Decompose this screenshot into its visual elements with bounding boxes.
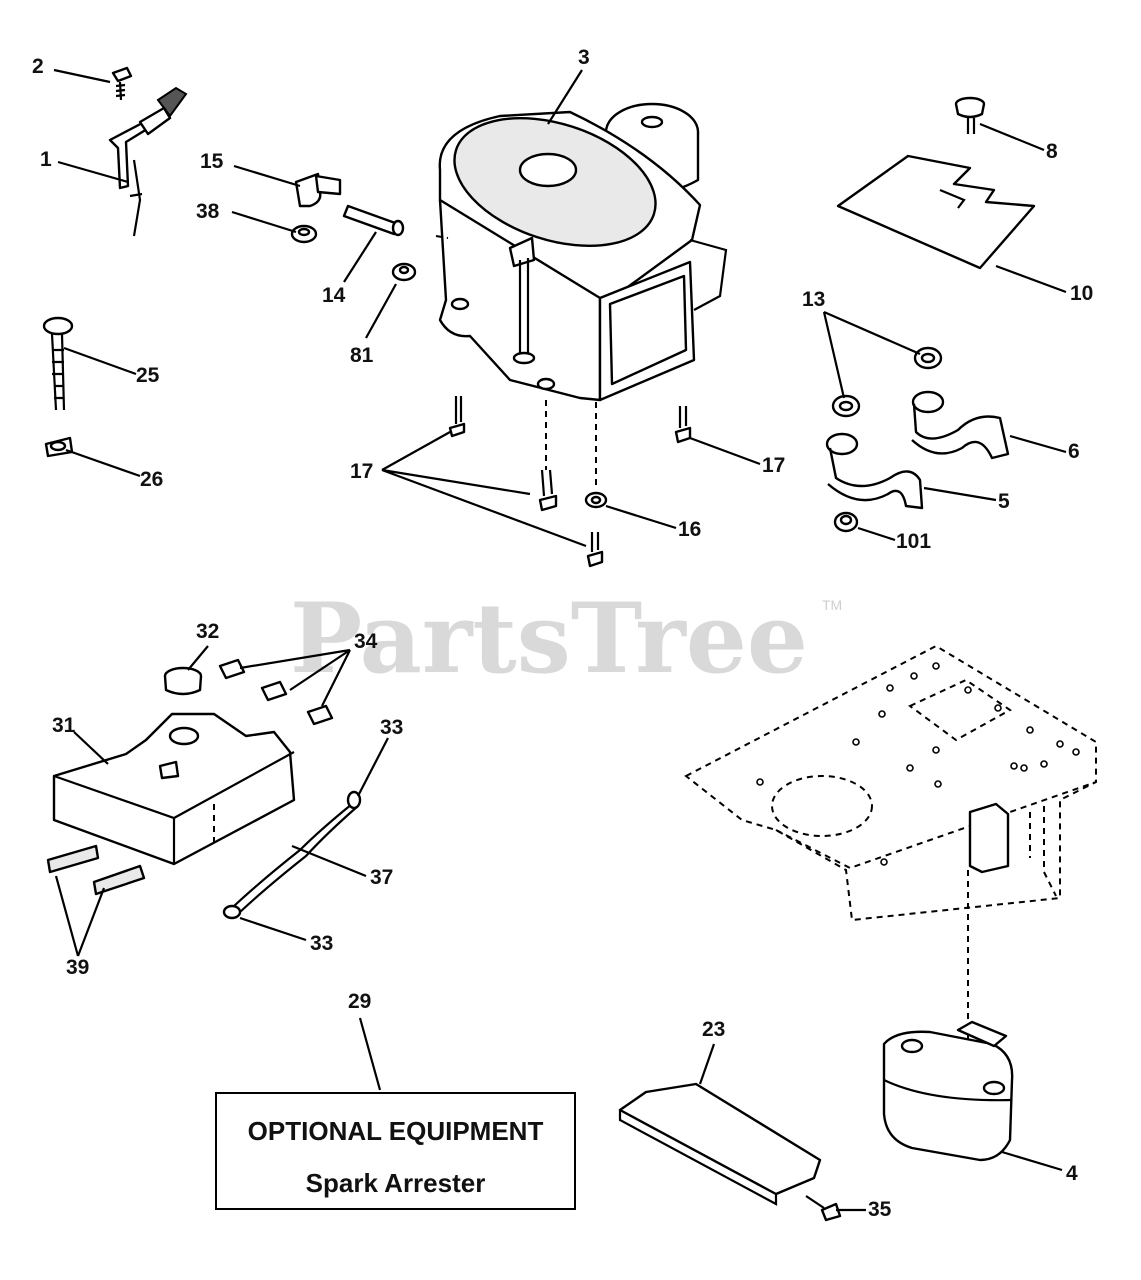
callout-2: 2 [32, 55, 44, 78]
callout-13: 13 [802, 288, 825, 311]
callout-81: 81 [350, 344, 374, 367]
callout-26: 26 [140, 468, 163, 491]
callout-39: 39 [66, 956, 89, 979]
callout-16: 16 [678, 518, 701, 541]
part-15-elbow-fitting-illustration [294, 172, 342, 208]
part-32-cap-illustration [163, 666, 203, 696]
part-34-clips-illustration [218, 658, 334, 726]
optional-equipment-box: OPTIONAL EQUIPMENT Spark Arrester [215, 1092, 576, 1210]
part-38-nut-illustration [290, 224, 318, 244]
callout-31: 31 [52, 714, 76, 737]
callout-35: 35 [868, 1198, 892, 1221]
callout-labels: 2 1 3 8 10 15 38 14 81 13 6 5 101 25 26 … [32, 46, 1093, 1221]
callout-17-group: 17 [350, 460, 373, 483]
part-23-screen-illustration [618, 1082, 822, 1206]
part-5-exhaust-pipe-illustration [825, 432, 924, 510]
callout-3: 3 [578, 46, 590, 69]
callout-5: 5 [998, 490, 1010, 513]
callout-23: 23 [702, 1018, 725, 1041]
part-31-cover-illustration [52, 712, 296, 866]
watermark-trademark: TM [822, 597, 842, 613]
spark-arrester-label: Spark Arrester [305, 1168, 486, 1198]
callout-33-top: 33 [380, 716, 403, 739]
part-10-shield-plate-illustration [836, 154, 1036, 270]
part-1-throttle-control-illustration [108, 86, 188, 237]
part-101-nut-illustration [833, 511, 859, 533]
part-6-exhaust-pipe-illustration [911, 390, 1010, 460]
part-25-dipstick-illustration [42, 316, 74, 411]
callout-34: 34 [354, 630, 378, 653]
part-2-screw-illustration [111, 66, 133, 101]
part-81-fitting-illustration [391, 262, 417, 282]
part-16-washer-illustration [584, 491, 608, 509]
part-13-gaskets-illustration [831, 346, 943, 418]
watermark-brand: PartsTree [290, 582, 808, 695]
callout-15: 15 [200, 150, 224, 173]
part-26-clip-illustration [44, 436, 74, 458]
callout-29: 29 [348, 990, 371, 1013]
part-4-muffler-illustration [882, 1020, 1014, 1162]
part-35-screw-illustration [805, 1195, 842, 1222]
callout-1: 1 [40, 148, 52, 171]
callout-14: 14 [322, 284, 346, 307]
callout-101: 101 [896, 530, 931, 553]
part-17-bolts-illustration [448, 396, 692, 568]
part-14-hose-illustration [342, 204, 405, 237]
optional-equipment-title: OPTIONAL EQUIPMENT [247, 1116, 544, 1146]
part-39-pads-illustration [46, 844, 146, 896]
callout-10: 10 [1070, 282, 1093, 305]
callout-37: 37 [370, 866, 393, 889]
part-3-engine-illustration [435, 102, 728, 402]
callout-17-single: 17 [762, 454, 785, 477]
callout-33-bottom: 33 [310, 932, 333, 955]
part-8-bolt-illustration [954, 96, 986, 134]
chassis-frame-illustration [684, 644, 1097, 1040]
callout-4: 4 [1066, 1162, 1078, 1185]
callout-6: 6 [1068, 440, 1080, 463]
callout-38: 38 [196, 200, 220, 223]
callout-32: 32 [196, 620, 219, 643]
callout-25: 25 [136, 364, 160, 387]
leader-lines [53, 68, 1067, 1212]
callout-8: 8 [1046, 140, 1058, 163]
